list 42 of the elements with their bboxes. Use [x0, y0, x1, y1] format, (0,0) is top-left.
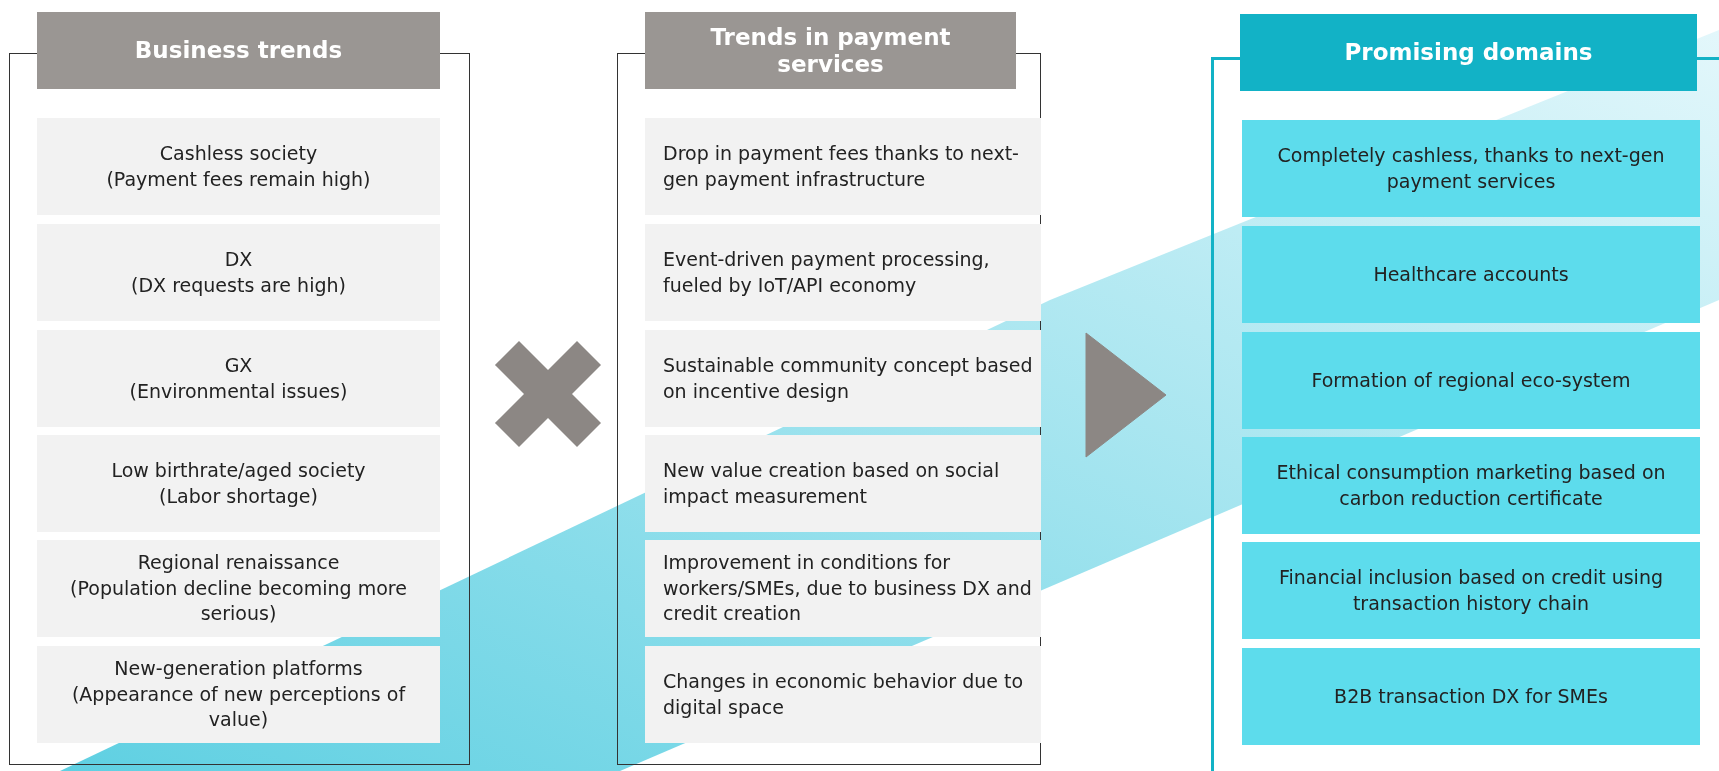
trend-card: [1242, 648, 1700, 745]
card-text: Improvement in conditions for workers/SMEs, due to business DX and credit creation: [663, 550, 1033, 627]
card-text: (Environmental issues): [129, 378, 348, 404]
card-text: (Population decline becoming more serious): [69, 575, 408, 627]
trend-card: [1242, 332, 1700, 429]
card-text: New-generation platforms: [114, 656, 363, 682]
trend-card: [1242, 437, 1700, 534]
card-text: DX: [224, 246, 253, 272]
trend-card: [1242, 120, 1700, 217]
card-text: GX: [224, 352, 253, 378]
card-text: Completely cashless, thanks to next-gen payment services: [1276, 142, 1666, 194]
trend-card: [645, 435, 1041, 532]
card-text: Low birthrate/aged society: [111, 457, 366, 483]
trend-card: [37, 646, 440, 743]
arrow: [1085, 332, 1167, 458]
trend-card: [645, 118, 1041, 215]
panel-header: Business trends: [37, 12, 440, 89]
card-text: New value creation based on social impact measurement: [663, 457, 1001, 509]
trend-card: [645, 330, 1041, 427]
trend-card: [645, 224, 1041, 321]
card-text: (Payment fees remain high): [106, 166, 371, 192]
trend-card: [37, 540, 440, 637]
card-text: Financial inclusion based on credit using transaction history chain: [1278, 564, 1664, 616]
card-text: B2B transaction DX for SMEs: [1334, 683, 1608, 709]
card-text: Ethical consumption marketing based on carbon reduction certificate: [1275, 459, 1667, 511]
card-text: Event-driven payment processing, fueled by IoT/API economy: [663, 246, 991, 298]
trend-card: [645, 646, 1041, 743]
panel-header: Promising domains: [1240, 14, 1697, 91]
card-text: Drop in payment fees thanks to next-gen payment infrastructure: [663, 140, 1020, 192]
trend-card: [645, 540, 1041, 637]
card-text: Cashless society: [159, 140, 318, 166]
trend-card: [1242, 226, 1700, 323]
card-text: (Labor shortage): [159, 483, 318, 509]
card-text: Changes in economic behavior due to digital space: [663, 668, 1025, 720]
card-text: (DX requests are high): [131, 272, 346, 298]
card-text: Formation of regional eco-system: [1311, 367, 1631, 393]
trend-card: [1242, 542, 1700, 639]
panel-header: Trends in payment services: [645, 12, 1016, 89]
card-text: Sustainable community concept based on incentive design: [663, 352, 1033, 404]
card-text: (Appearance of new perceptions of value): [70, 681, 407, 733]
card-text: Regional renaissance: [137, 550, 340, 576]
card-text: Healthcare accounts: [1373, 261, 1569, 287]
